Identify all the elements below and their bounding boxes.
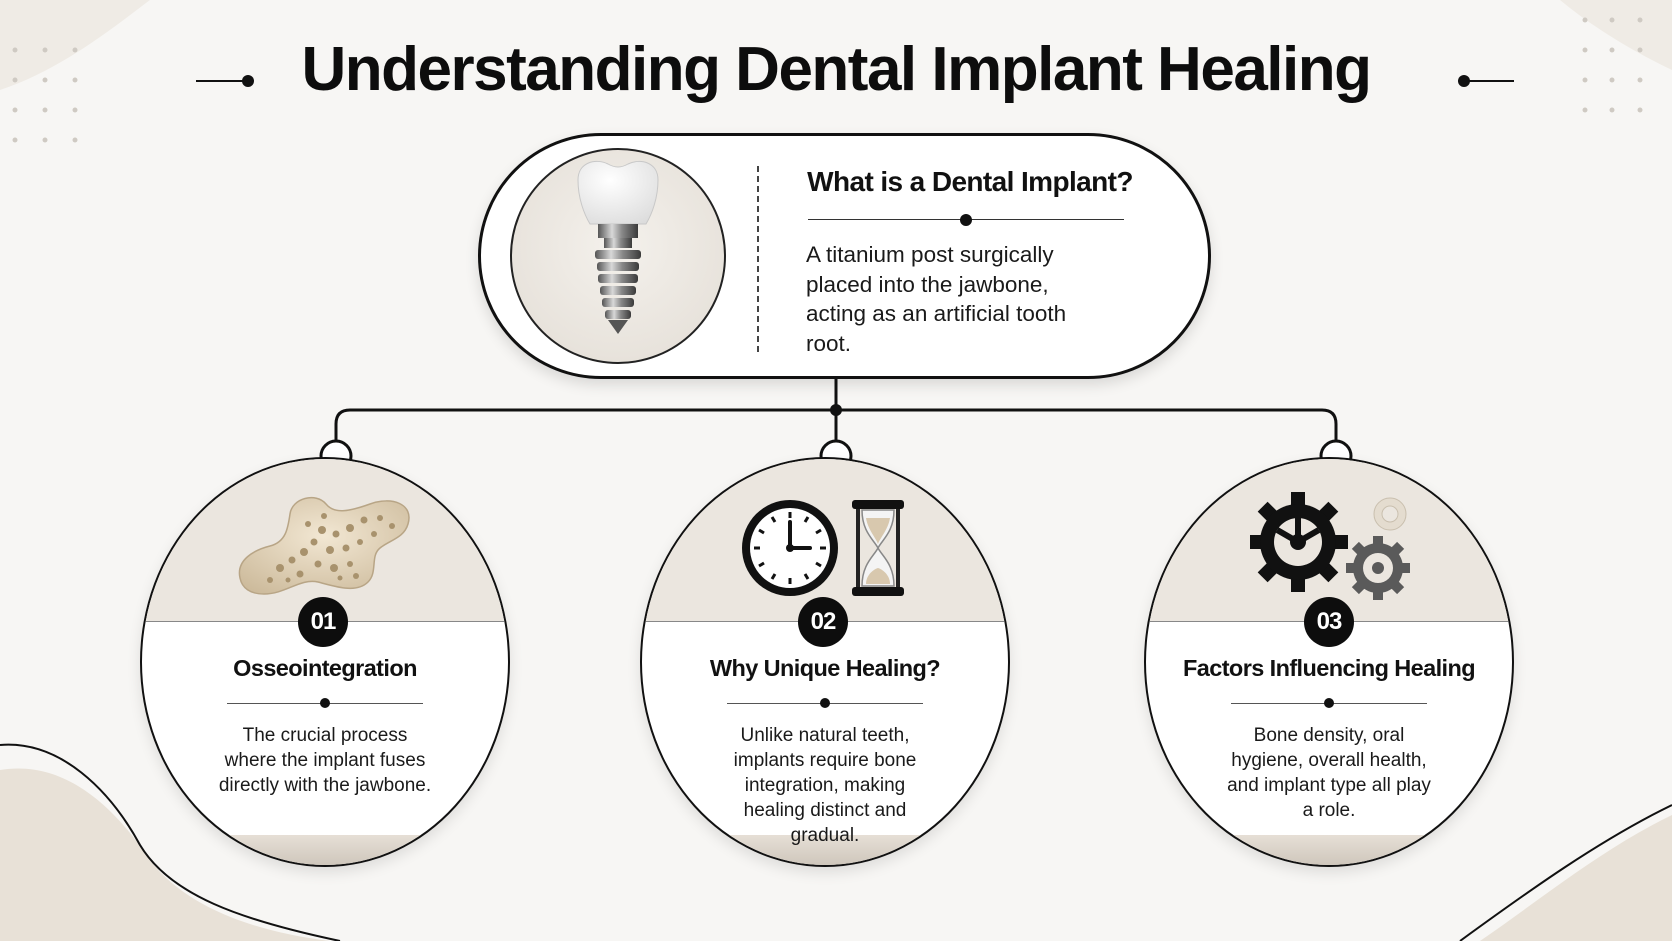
top-card-heading: What is a Dental Implant? — [807, 166, 1133, 197]
bg-blob-topright — [1560, 0, 1672, 70]
bone-icon — [238, 496, 410, 595]
top-card-separator-dot — [960, 214, 972, 226]
top-card-description: A titanium post surgically placed into t… — [806, 242, 1067, 356]
card-description: The crucial process where the implant fu… — [218, 725, 432, 796]
card-description: Unlike natural teeth, implants require b… — [733, 725, 917, 846]
title-dot-right — [1458, 75, 1470, 87]
card-heading: Factors Influencing Healing — [1183, 655, 1476, 681]
gears-icon — [1250, 492, 1410, 600]
step-number-badge: 02 — [798, 597, 848, 647]
clock-hourglass-icon — [742, 500, 904, 596]
card-separator-dot — [1324, 698, 1334, 708]
card-separator-dot — [820, 698, 830, 708]
card-footer-band — [1146, 835, 1512, 865]
implant-image — [510, 148, 726, 364]
bg-blob-left — [0, 768, 330, 941]
card-description: Bone density, oral hygiene, overall heal… — [1227, 725, 1431, 821]
junction-dot — [830, 404, 842, 416]
card-footer-band — [142, 835, 508, 865]
page-title: Understanding Dental Implant Healing — [301, 35, 1373, 104]
bg-curve-right — [1459, 804, 1672, 941]
title-line-right — [1466, 80, 1514, 82]
top-card-divider — [757, 166, 759, 352]
step-number-badge: 03 — [1304, 597, 1354, 647]
dental-implant-icon — [577, 160, 659, 334]
card-heading: Osseointegration — [233, 655, 417, 681]
bg-dots-left — [12, 47, 78, 143]
step-number-badge: 01 — [298, 597, 348, 647]
bg-dots-right — [1582, 17, 1643, 113]
title-dot-left — [242, 75, 254, 87]
title-line-left — [196, 80, 248, 82]
bg-curve-left — [0, 743, 341, 941]
card-heading: Why Unique Healing? — [709, 655, 941, 681]
card-separator-dot — [320, 698, 330, 708]
bg-blob-right — [1480, 815, 1672, 941]
bg-blob-topleft — [0, 0, 150, 90]
card-footer-band — [642, 835, 1008, 865]
